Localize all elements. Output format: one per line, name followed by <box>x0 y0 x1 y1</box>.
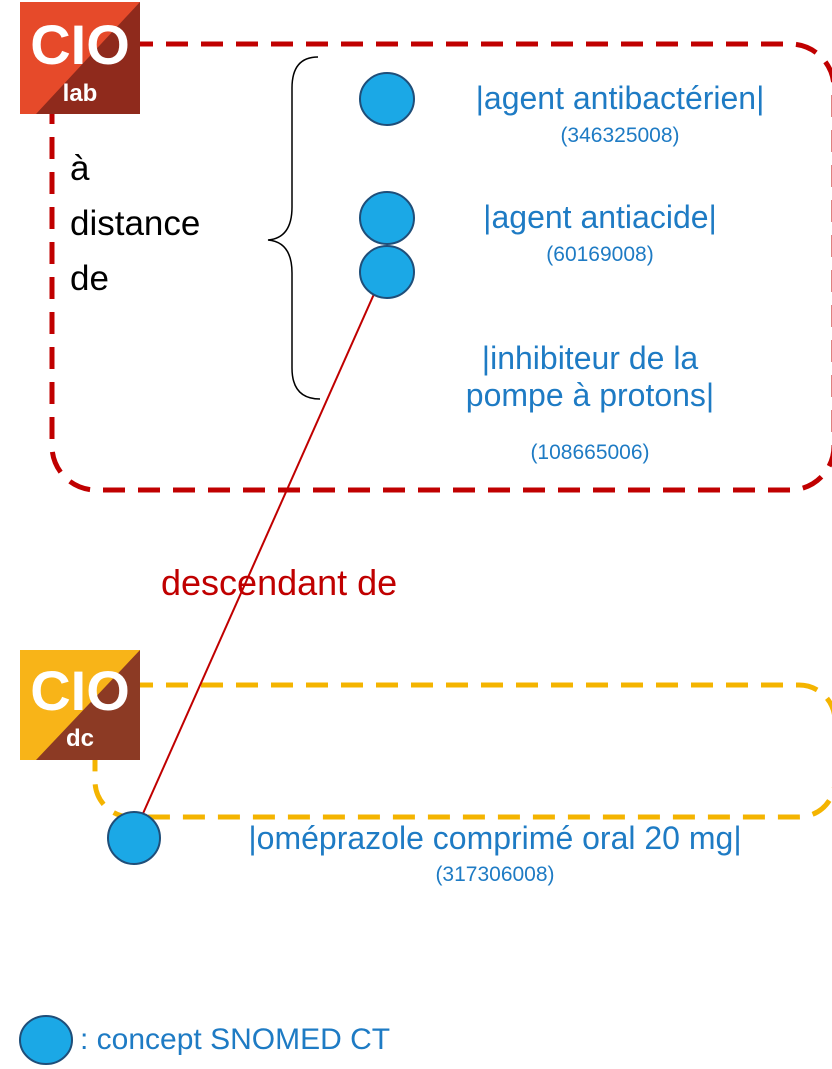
relation-label-line3: de <box>70 259 109 298</box>
concept-label-line2: pompe à protons| <box>465 377 715 413</box>
concept-label-line1: |inhibiteur de la <box>481 340 699 376</box>
concept-circle-icon <box>359 72 415 126</box>
cio-lab-logo-sub: lab <box>63 80 98 107</box>
legend-circle-icon <box>19 1015 73 1065</box>
concept-label: |agent antibactérien| <box>475 80 765 116</box>
cio-lab-logo: CIO lab <box>20 2 140 114</box>
descendant-arrow <box>132 274 384 837</box>
concept-label: |oméprazole comprimé oral 20 mg| <box>248 820 742 856</box>
relation-label-line2: distance <box>70 204 201 243</box>
concept-code: (317306008) <box>435 863 555 886</box>
descendant-label: descendant de <box>161 562 398 603</box>
cio-dc-logo: CIO dc <box>20 650 140 760</box>
curly-brace <box>267 56 321 400</box>
concept-circle-icon <box>359 191 415 245</box>
relation-label-line1: à <box>70 149 90 188</box>
legend-text: : concept SNOMED CT <box>80 1023 391 1056</box>
concept-circle-icon <box>107 811 161 865</box>
cio-dc-logo-sub: dc <box>66 725 94 752</box>
concept-circle-icon <box>359 245 415 299</box>
concept-code: (108665006) <box>530 441 650 464</box>
cio-dc-logo-main: CIO <box>30 659 130 722</box>
concept-code: (60169008) <box>546 243 654 266</box>
cio-lab-logo-main: CIO <box>30 13 130 76</box>
concept-label: |agent antiacide| <box>483 199 717 235</box>
dc-group-border <box>92 682 832 820</box>
concept-code: (346325008) <box>560 124 680 147</box>
